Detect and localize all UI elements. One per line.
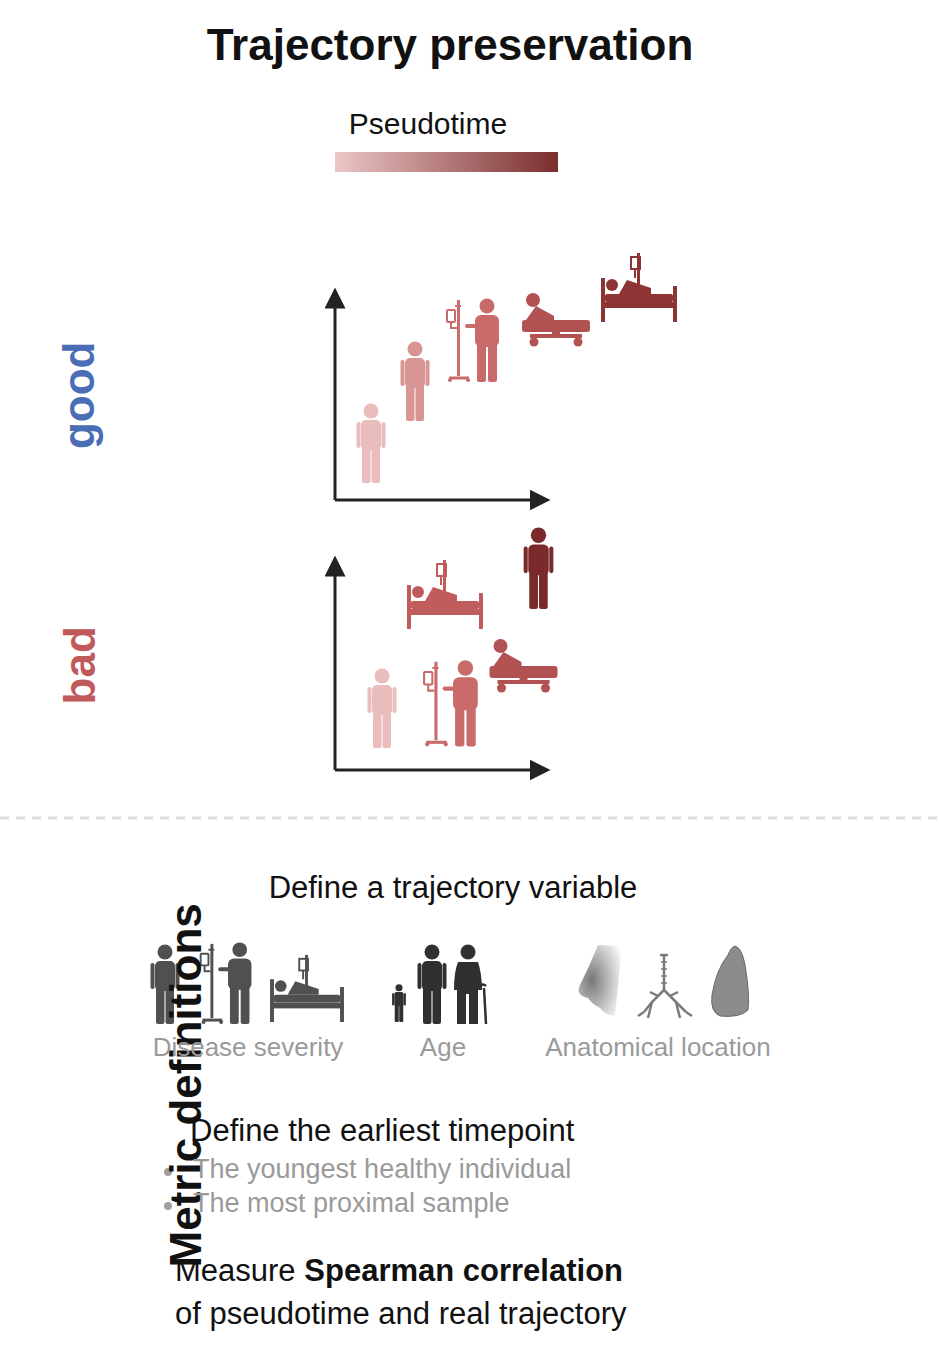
airway-icon <box>638 955 692 1018</box>
bad-icons <box>368 528 558 748</box>
step-heading: of pseudotime and real trajectory <box>175 1296 626 1332</box>
airway-rings <box>661 962 667 983</box>
nose-icon <box>579 945 622 1016</box>
row-label: bad <box>55 626 106 704</box>
lung-icon <box>712 946 749 1016</box>
step-heading: Define a trajectory variable <box>269 870 638 906</box>
separator <box>0 817 940 820</box>
legend-label: Pseudotime <box>349 107 507 142</box>
anatomy-icons <box>579 945 749 1018</box>
title: Trajectory preservation <box>100 20 800 71</box>
good-axes <box>335 298 540 500</box>
good-icons <box>357 253 678 483</box>
step-heading-bold: Spearman correlation <box>304 1253 623 1289</box>
category-caption: Anatomical location <box>545 1033 770 1063</box>
category-caption: Age <box>420 1033 466 1063</box>
row-label: good <box>55 341 106 449</box>
category-caption: Disease severity <box>153 1033 344 1063</box>
pseudotime-bar <box>335 152 558 172</box>
bullet-text: The most proximal sample <box>193 1188 510 1219</box>
step-heading: Define the earliest timepoint <box>190 1113 574 1149</box>
bullet-text: The youngest healthy individual <box>193 1154 571 1185</box>
step-heading: Measure <box>175 1253 296 1289</box>
age-icons <box>392 945 486 1025</box>
